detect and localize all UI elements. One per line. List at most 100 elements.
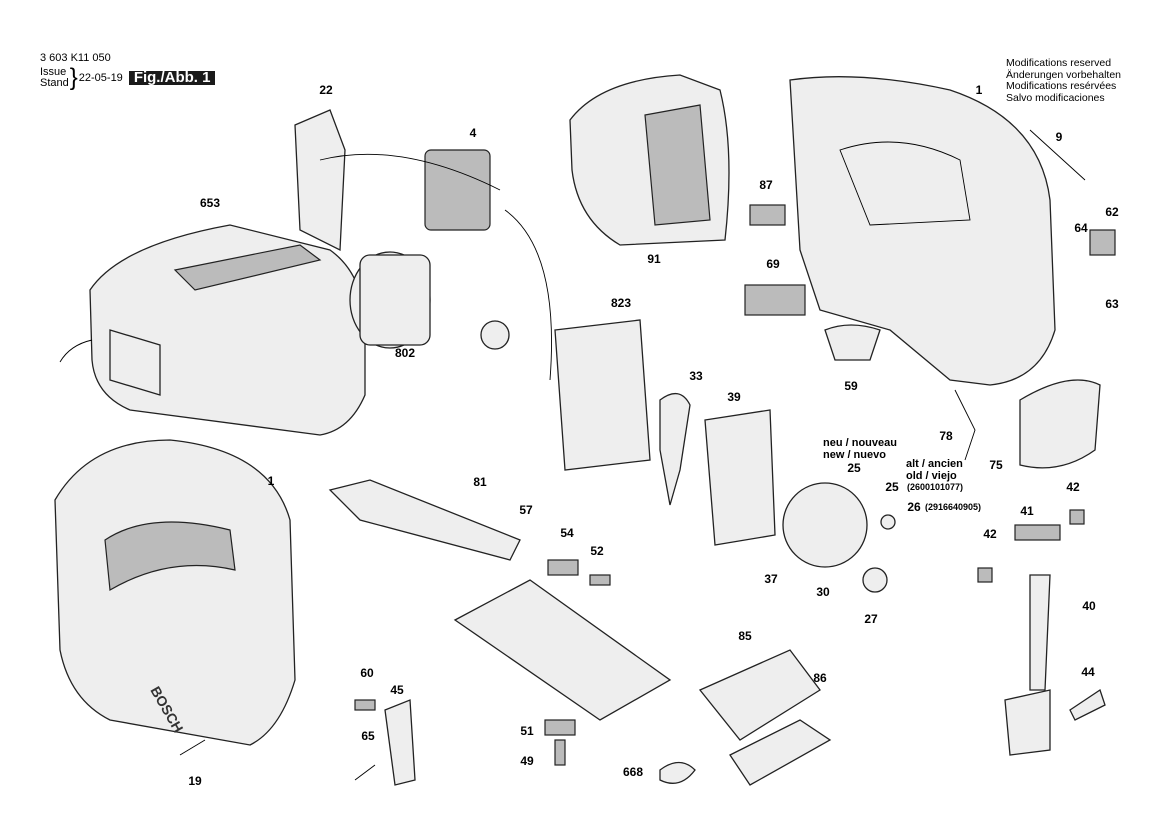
part-78 xyxy=(954,389,976,461)
issue-label: Issue xyxy=(40,66,67,78)
part-number-label: 81 xyxy=(473,475,487,489)
part-57 xyxy=(453,579,672,721)
old-note-line: old / viejo xyxy=(906,470,957,482)
part-number-label: 59 xyxy=(844,379,858,393)
part-number-label: 87 xyxy=(759,178,773,192)
part-number-label: 26 xyxy=(907,500,921,514)
part-number-label: 653 xyxy=(199,196,221,210)
part-number-label: 44 xyxy=(1081,665,1095,679)
part-number-label: 802 xyxy=(394,346,416,360)
part-number-label: 40 xyxy=(1082,599,1096,613)
part-number-label: 78 xyxy=(939,429,953,443)
part-44 xyxy=(1069,688,1106,721)
part-number-label: 37 xyxy=(764,572,778,586)
part-52 xyxy=(589,574,611,586)
new-version-note: neu / nouveau new / nuevo xyxy=(823,437,897,461)
part-number-label: 30 xyxy=(816,585,830,599)
part-45 xyxy=(384,699,416,786)
part-number-label: 63 xyxy=(1105,297,1119,311)
part-number-label: 64 xyxy=(1074,221,1088,235)
part-42a xyxy=(1069,509,1085,525)
part-number-label: 52 xyxy=(590,544,604,558)
part-gear-30 xyxy=(782,482,868,568)
part-number-label: 60 xyxy=(360,666,374,680)
figure-label: Fig./Abb. 1 xyxy=(128,70,216,85)
part-33 xyxy=(659,393,691,506)
part-number-label: 1 xyxy=(975,83,983,97)
old-note-line: alt / ancien xyxy=(906,458,963,470)
new-note-line: neu / nouveau xyxy=(823,437,897,449)
part-number-label: 19 xyxy=(188,774,202,788)
part-number-label: 668 xyxy=(622,765,644,779)
modifications-line: Modifications resérvées xyxy=(1006,80,1117,92)
part-number-label: 91 xyxy=(647,252,661,266)
part-27 xyxy=(862,567,888,593)
part-number-label: 25 xyxy=(885,480,899,494)
document-number: 3 603 K11 050 xyxy=(40,52,111,64)
modifications-line: Modifications reserved xyxy=(1006,57,1112,69)
part-69 xyxy=(744,284,806,316)
part-65 xyxy=(354,764,376,781)
part-housing-right-1 xyxy=(789,76,1056,386)
part-49 xyxy=(554,739,566,766)
issue-block: Issue Stand } 22-05-19 Fig./Abb. 1 xyxy=(40,64,216,91)
part-number-label: 42 xyxy=(983,527,997,541)
part-54 xyxy=(547,559,579,576)
part-number-label: 54 xyxy=(560,526,574,540)
part-number-label: 39 xyxy=(727,390,741,404)
part-charger-653 xyxy=(59,224,366,436)
part-number-label: 1 xyxy=(267,474,275,488)
part-59 xyxy=(824,324,881,361)
brace: } xyxy=(69,64,78,91)
part-number-label: 22 xyxy=(319,83,333,97)
new-note-line: new / nuevo xyxy=(823,449,886,461)
part-86 xyxy=(729,719,832,786)
modifications-line: Salvo modificaciones xyxy=(1006,91,1105,104)
part-number-label: 49 xyxy=(520,754,534,768)
part-number-label: 42 xyxy=(1066,480,1080,494)
part-number-label: 27 xyxy=(864,612,878,626)
part-51 xyxy=(544,719,576,736)
part-42b xyxy=(977,567,993,583)
modifications-line: Änderungen vorbehalten xyxy=(1006,68,1122,81)
part-number-label: 4 xyxy=(469,126,477,140)
issue-date: 22-05-19 xyxy=(78,72,123,84)
part-25 xyxy=(880,514,896,530)
part-668 xyxy=(659,761,696,784)
part-number-label: 45 xyxy=(390,683,404,697)
part-75 xyxy=(1019,379,1101,469)
part-26-number: (2916640905) xyxy=(925,502,982,512)
stand-label: Stand xyxy=(40,77,69,89)
part-number-label: 69 xyxy=(766,257,780,271)
part-number-label: 25 xyxy=(847,461,861,475)
part-number-label: 86 xyxy=(813,671,827,685)
old-version-note: alt / ancien old / viejo xyxy=(906,458,963,482)
part-number-label: 65 xyxy=(361,729,375,743)
part-number-label: 41 xyxy=(1020,504,1034,518)
part-87 xyxy=(749,204,786,226)
part-battery-91 xyxy=(569,74,730,246)
part-25-old-number: (2600101077) xyxy=(907,482,964,492)
part-number-label: 823 xyxy=(610,296,632,310)
part-85 xyxy=(698,649,821,741)
part-41 xyxy=(1014,524,1061,541)
part-number-label: 75 xyxy=(989,458,1003,472)
part-81 xyxy=(328,479,521,561)
part-9 xyxy=(1029,129,1086,181)
part-62 xyxy=(1089,229,1116,256)
part-number-label: 57 xyxy=(519,503,533,517)
part-823 xyxy=(554,319,651,471)
part-number-label: 51 xyxy=(520,724,534,738)
part-housing-left-1: BOSCH xyxy=(54,439,296,746)
part-40 xyxy=(1029,574,1051,691)
part-number-label: 85 xyxy=(738,629,752,643)
part-60 xyxy=(354,699,376,711)
modifications-notice: Modifications reserved Änderungen vorbeh… xyxy=(1006,57,1122,104)
part-number-label: 9 xyxy=(1055,130,1063,144)
part-number-label: 33 xyxy=(689,369,703,383)
part-number-label: 62 xyxy=(1105,205,1119,219)
part-motor-switch-assembly xyxy=(294,109,552,381)
part-39 xyxy=(704,409,776,546)
part-tool-holder xyxy=(1004,689,1051,756)
